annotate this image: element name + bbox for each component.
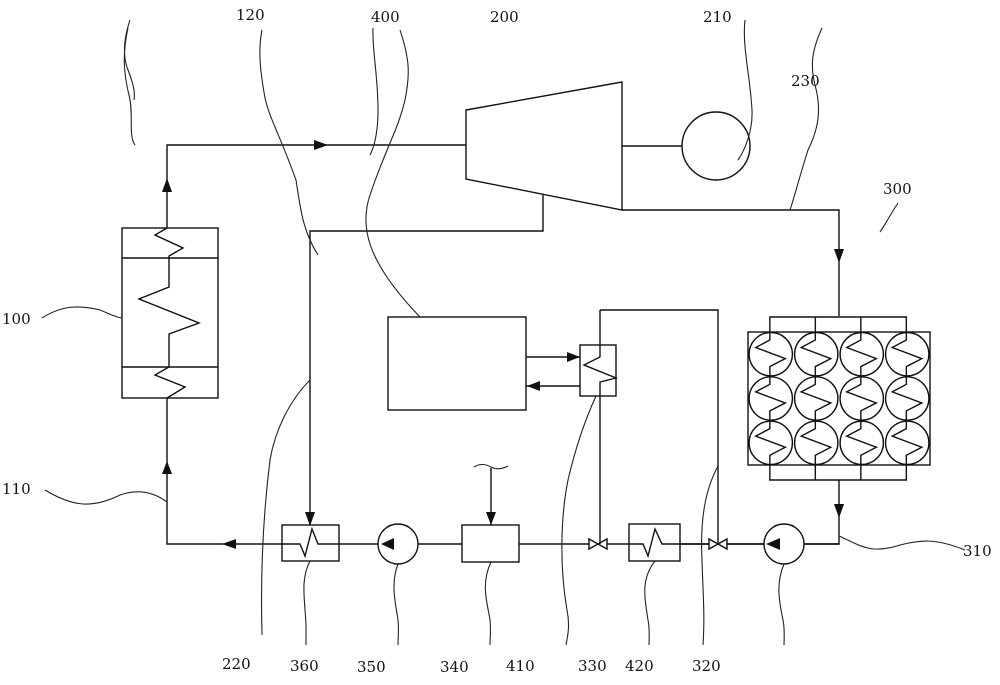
extraction-line-220 [305, 195, 544, 526]
label-200: 200 [490, 8, 519, 26]
condenser-cell [839, 420, 885, 466]
label-420: 420 [625, 657, 654, 675]
flow-arrow-right [567, 352, 580, 362]
condenser-coil [845, 420, 879, 465]
turbine-200 [465, 81, 683, 211]
feed-line-110 [162, 398, 236, 549]
deaerator-340 [461, 463, 520, 563]
condenser-coil [754, 332, 788, 377]
label-110: 110 [2, 480, 31, 498]
flow-arrow-right [314, 140, 328, 150]
condenser-cell [748, 331, 794, 377]
label-310: 310 [963, 542, 992, 560]
condenser-cell [884, 331, 930, 377]
label-410: 410 [506, 657, 535, 675]
heat-exchanger-410 [526, 309, 719, 544]
condenser-coil [754, 376, 788, 421]
condenser-cell [839, 331, 885, 377]
condenser-cell [748, 420, 794, 466]
label-400: 400 [371, 8, 400, 26]
low-pressure-heater-330 [628, 523, 681, 562]
label-210: 210 [703, 8, 732, 26]
label-220: 220 [222, 655, 251, 673]
label-120: 120 [236, 6, 265, 24]
condenser-cell [793, 420, 839, 466]
generator-210 [681, 111, 751, 181]
condenser-coil [890, 420, 924, 465]
flow-arrow-down [834, 249, 844, 263]
label-350: 350 [357, 658, 386, 676]
label-360: 360 [290, 657, 319, 675]
condenser-coil [799, 332, 833, 377]
condenser-cell [884, 420, 930, 466]
condenser-coil [845, 376, 879, 421]
condenser-cell [793, 376, 839, 421]
condensate-pump-320 [763, 523, 805, 565]
label-300: 300 [883, 180, 912, 198]
label-330: 330 [578, 657, 607, 675]
flow-arrow-down [486, 512, 496, 525]
condenser-coil [754, 420, 788, 465]
condenser-300 [747, 316, 931, 481]
flow-arrow-down [305, 512, 315, 526]
label-320: 320 [692, 657, 721, 675]
valve-1[interactable] [588, 537, 608, 551]
condenser-coil [890, 376, 924, 421]
flow-arrow-down [834, 504, 844, 518]
valve-2[interactable] [708, 537, 728, 551]
high-pressure-heater-360 [281, 524, 340, 562]
label-230: 230 [791, 72, 820, 90]
feed-pump-350 [377, 523, 419, 565]
condenser-coil [799, 376, 833, 421]
flow-arrow-left [527, 381, 540, 391]
leader-lines [41, 19, 966, 646]
steam-line-120 [162, 140, 466, 228]
condenser-coil [799, 420, 833, 465]
external-block-400 [387, 316, 527, 411]
flow-arrow-up [162, 178, 172, 192]
condensate-line-310 [680, 480, 844, 545]
exhaust-line-230 [622, 209, 844, 316]
condenser-coil [845, 332, 879, 377]
label-340: 340 [440, 658, 469, 676]
condenser-cell [884, 376, 930, 421]
label-100: 100 [2, 310, 31, 328]
condenser-coil [890, 332, 924, 377]
flow-arrow-up [162, 461, 172, 474]
condenser-cell [748, 376, 794, 421]
condenser-cell [839, 376, 885, 421]
boiler-100 [121, 227, 219, 399]
condenser-cell [793, 331, 839, 377]
